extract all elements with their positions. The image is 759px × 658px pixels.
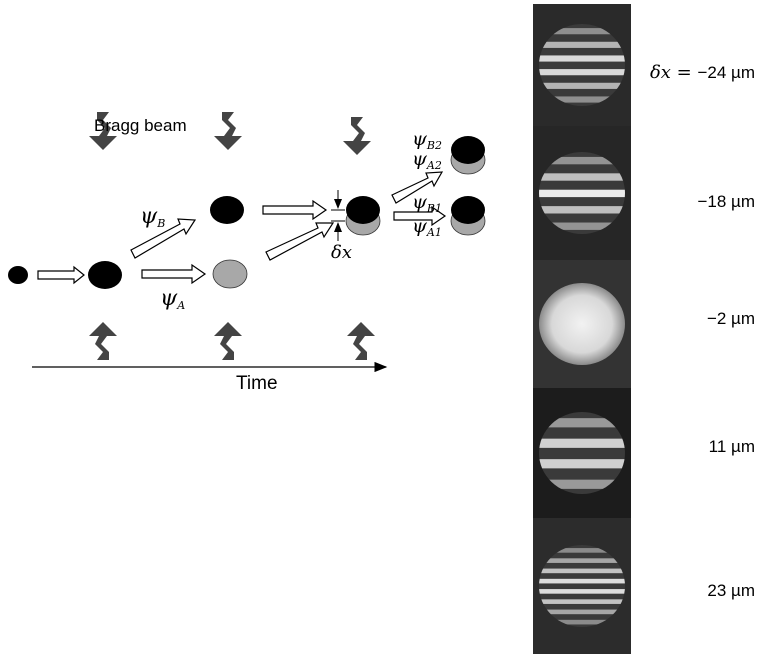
fringe [539, 41, 625, 48]
fringe [539, 589, 625, 594]
fringe [539, 548, 625, 553]
panel-label-1: δx = −24 µm [649, 62, 755, 83]
atom-recombined-black [346, 196, 380, 224]
psi-b1-label: ψB1 [412, 191, 442, 215]
bragg-beam-top-3 [343, 117, 371, 155]
fringe [539, 206, 625, 214]
panel-image-4 [533, 388, 631, 518]
bragg-beam-bottom-2 [214, 322, 242, 360]
fringe [539, 55, 625, 62]
bragg-beam-top-2 [214, 112, 242, 150]
panel-image-3 [533, 260, 631, 388]
fringe [539, 438, 625, 448]
interferometer-diagram [8, 112, 486, 373]
panel-label-4: 11 µm [708, 437, 755, 456]
fringe [539, 558, 625, 563]
arrow-b-forward [262, 199, 328, 221]
fringe [539, 599, 625, 604]
arrow-a-up [265, 222, 335, 261]
atom-out1-black [451, 196, 485, 224]
bragg-beam-label: Bragg beam [94, 116, 187, 135]
arrow-out1 [393, 205, 447, 227]
atom-initial [8, 266, 28, 284]
delta-x-marker [331, 190, 345, 241]
psi-a-label: ψA [160, 286, 186, 312]
psi-a2-label: ψA2 [412, 148, 442, 172]
fringe [539, 418, 625, 428]
fringe [539, 568, 625, 574]
bragg-beam-bottom-3 [347, 322, 375, 360]
panel-label-3: −2 µm [706, 309, 755, 328]
fringe [539, 69, 625, 76]
atom-split [88, 261, 122, 289]
fringe [539, 189, 625, 198]
panel-image-2 [533, 126, 631, 260]
delta-x-label: δx [331, 242, 352, 263]
atom-b [210, 196, 244, 224]
interference-images [533, 4, 631, 654]
panel-label-2: −18 µm [697, 192, 755, 211]
fringe [539, 96, 625, 103]
arrow-initial [37, 265, 85, 285]
psi-a1-label: ψA1 [412, 215, 442, 239]
time-label: Time [236, 373, 278, 394]
bragg-beam-top-1 [89, 112, 117, 150]
bragg-beam-bottom-1 [89, 322, 117, 360]
atom-a [212, 259, 248, 289]
arrow-out2 [391, 171, 444, 204]
fringe [539, 173, 625, 181]
fringe [539, 82, 625, 89]
fringe [539, 578, 625, 584]
arrow-psi-a [141, 263, 207, 285]
fringe [539, 619, 625, 625]
fringe [539, 156, 625, 165]
psi-b-label: ψB [140, 204, 166, 230]
arrow-psi-b [130, 218, 197, 259]
psi-b2-label: ψB2 [412, 128, 442, 152]
panel-image-1 [533, 4, 631, 126]
panel-label-5: 23 µm [707, 581, 755, 600]
bright-cloud [539, 283, 625, 365]
panel-image-5 [533, 518, 631, 654]
fringe [539, 222, 625, 230]
fringe [539, 28, 625, 35]
fringe [539, 459, 625, 469]
atom-out2-black [451, 136, 485, 164]
fringe [539, 609, 625, 615]
fringe [539, 479, 625, 489]
